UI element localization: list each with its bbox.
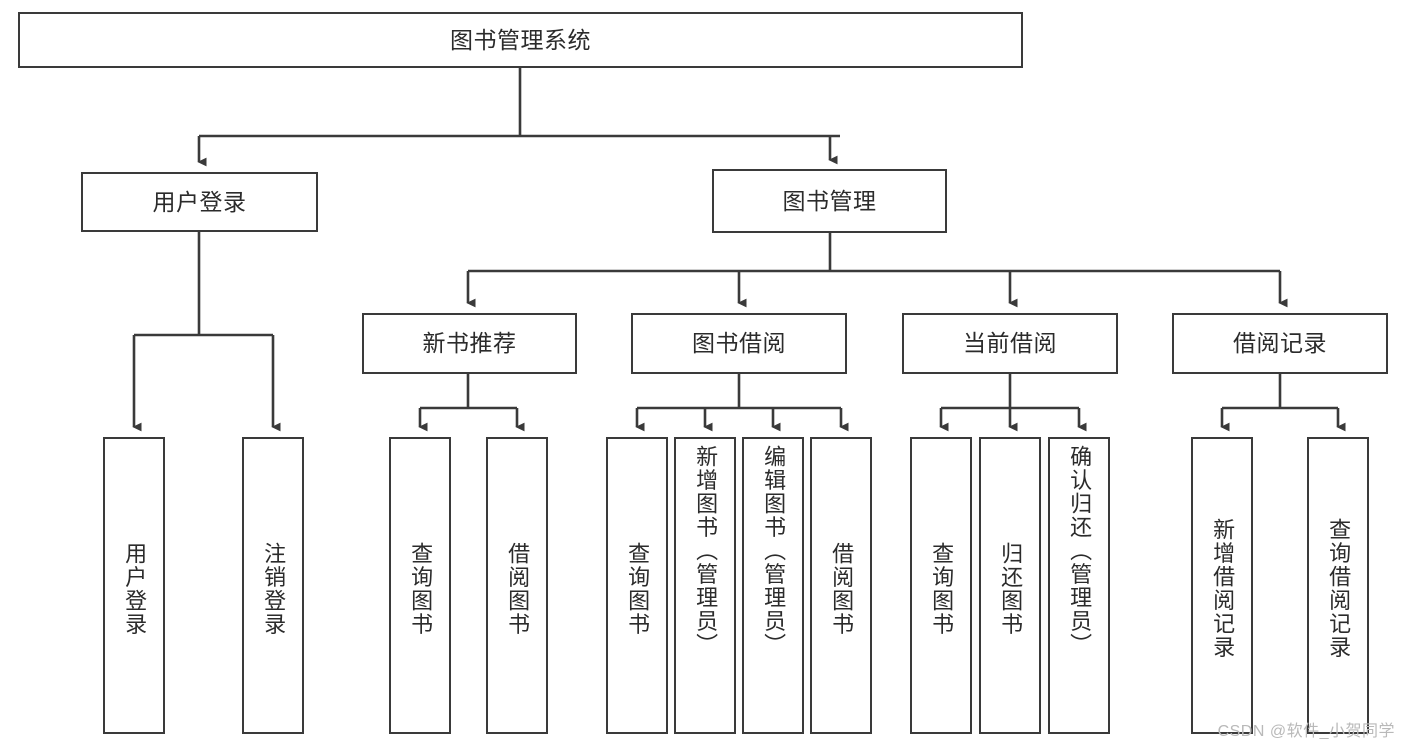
node-borrow-record[interactable]: 借阅记录 bbox=[1172, 313, 1388, 374]
leaf-label: 查询借阅记录 bbox=[1326, 518, 1352, 659]
leaf-book-borrow-edit[interactable]: 编辑图书（管理员） bbox=[742, 437, 804, 734]
node-user-login-label: 用户登录 bbox=[152, 188, 247, 215]
watermark-text: CSDN @软件_小贺同学 bbox=[1217, 723, 1395, 740]
leaf-label: 查询图书 bbox=[929, 541, 955, 636]
node-book-borrow[interactable]: 图书借阅 bbox=[631, 313, 847, 374]
leaf-label: 注销登录 bbox=[261, 541, 287, 636]
leaf-label: 新增图书（管理员） bbox=[693, 445, 719, 657]
leaf-user-login-logout[interactable]: 注销登录 bbox=[242, 437, 304, 734]
leaf-book-borrow-query[interactable]: 查询图书 bbox=[606, 437, 668, 734]
leaf-book-borrow-borrow[interactable]: 借阅图书 bbox=[810, 437, 872, 734]
node-new-book-recommend[interactable]: 新书推荐 bbox=[362, 313, 577, 374]
leaf-label: 归还图书 bbox=[998, 541, 1024, 636]
node-new-book-recommend-label: 新书推荐 bbox=[422, 330, 517, 357]
leaf-label: 确认归还（管理员） bbox=[1067, 445, 1093, 657]
leaf-current-borrow-confirm[interactable]: 确认归还（管理员） bbox=[1048, 437, 1110, 734]
leaf-label: 新增借阅记录 bbox=[1210, 518, 1236, 659]
node-book-borrow-label: 图书借阅 bbox=[692, 330, 786, 357]
node-user-login[interactable]: 用户登录 bbox=[81, 172, 318, 232]
leaf-current-borrow-return[interactable]: 归还图书 bbox=[979, 437, 1041, 734]
leaf-label: 借阅图书 bbox=[829, 541, 855, 636]
leaf-label: 编辑图书（管理员） bbox=[761, 445, 787, 657]
leaf-new-book-borrow[interactable]: 借阅图书 bbox=[486, 437, 548, 734]
node-current-borrow-label: 当前借阅 bbox=[963, 330, 1057, 357]
node-root[interactable]: 图书管理系统 bbox=[18, 12, 1023, 68]
node-book-management[interactable]: 图书管理 bbox=[712, 169, 947, 233]
node-borrow-record-label: 借阅记录 bbox=[1233, 330, 1327, 357]
leaf-label: 查询图书 bbox=[408, 541, 434, 636]
node-current-borrow[interactable]: 当前借阅 bbox=[902, 313, 1118, 374]
leaf-borrow-record-add[interactable]: 新增借阅记录 bbox=[1191, 437, 1253, 734]
leaf-label: 查询图书 bbox=[625, 541, 651, 636]
leaf-user-login-login[interactable]: 用户登录 bbox=[103, 437, 165, 734]
leaf-label: 用户登录 bbox=[122, 541, 148, 636]
leaf-new-book-query[interactable]: 查询图书 bbox=[389, 437, 451, 734]
node-root-label: 图书管理系统 bbox=[450, 26, 591, 53]
node-book-management-label: 图书管理 bbox=[782, 187, 877, 214]
leaf-borrow-record-query[interactable]: 查询借阅记录 bbox=[1307, 437, 1369, 734]
leaf-label: 借阅图书 bbox=[505, 541, 531, 636]
leaf-book-borrow-add[interactable]: 新增图书（管理员） bbox=[674, 437, 736, 734]
leaf-current-borrow-query[interactable]: 查询图书 bbox=[910, 437, 972, 734]
